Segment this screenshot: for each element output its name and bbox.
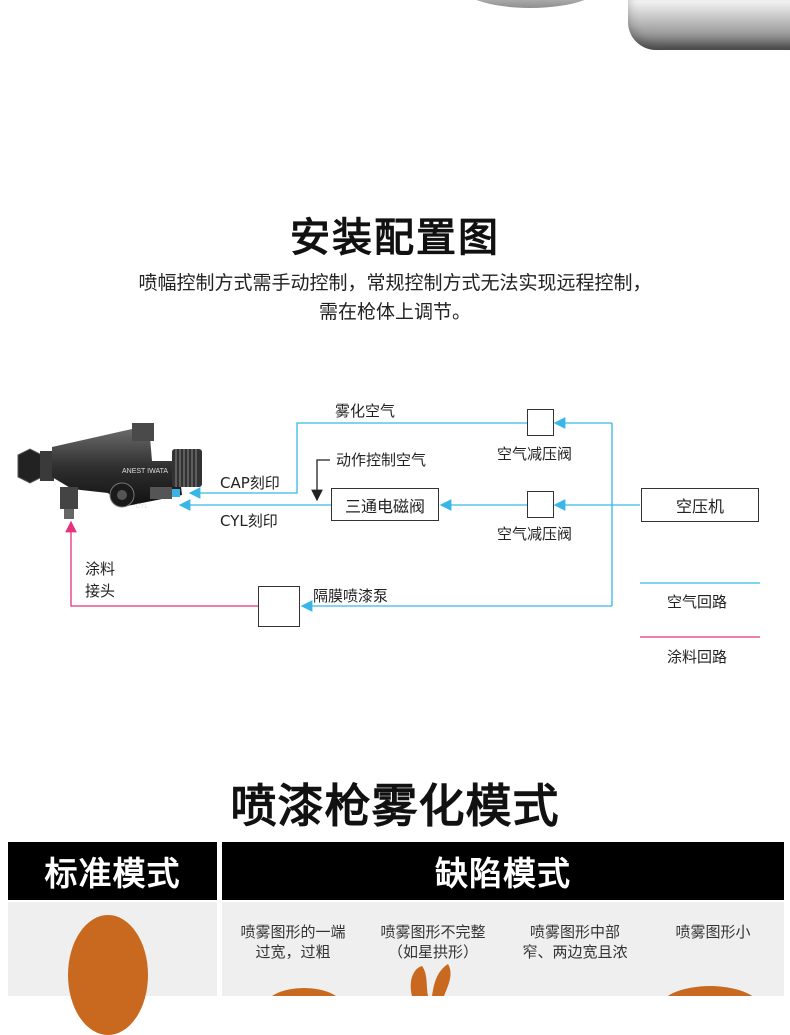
paint-line xyxy=(65,520,258,607)
standard-spray-pattern xyxy=(68,915,148,1035)
compressor-label: 空压机 xyxy=(675,497,724,516)
defect-4-line-1: 喷雾图形小 xyxy=(675,923,751,941)
gun-brand-text: ANEST IWATA xyxy=(122,468,168,475)
reducer-valve-bottom xyxy=(527,491,554,518)
defect-2-line-2: （如星拱形） xyxy=(387,943,478,961)
legend-paint-label: 涂料回路 xyxy=(667,648,728,666)
defect-mode-panel xyxy=(222,902,784,996)
defect-1-line-2: 过宽，过粗 xyxy=(255,943,331,961)
label-cap-mark: CAP刻印 xyxy=(220,474,280,492)
action-air-pointer xyxy=(311,459,330,502)
description-line-1: 喷幅控制方式需手动控制，常规控制方式无法实现远程控制， xyxy=(138,272,652,294)
defect-1-line-1: 喷雾图形的一端 xyxy=(240,923,346,941)
defect-shape-4 xyxy=(667,986,753,996)
compressor-box: 空压机 xyxy=(641,488,759,522)
description-line-2: 需在枪体上调节。 xyxy=(318,301,471,323)
defect-spray-shapes xyxy=(272,964,753,996)
label-reducer-top: 空气减压阀 xyxy=(497,445,573,463)
installation-diagram-lines xyxy=(65,417,760,638)
gun-cyl-text: CYL xyxy=(136,504,148,510)
label-action-air: 动作控制空气 xyxy=(336,451,427,469)
label-paint-joint-1: 涂料 xyxy=(85,560,116,578)
standard-mode-header: 标准模式 xyxy=(8,842,217,900)
defect-shape-2a xyxy=(410,966,428,996)
product-image-fragment-left xyxy=(458,0,603,8)
defect-item-3: 喷雾图形中部 窄、两边宽且浓 xyxy=(510,922,640,962)
solenoid-valve-label: 三通电磁阀 xyxy=(344,496,425,516)
label-pump: 隔膜喷漆泵 xyxy=(313,587,389,605)
solenoid-valve-box: 三通电磁阀 xyxy=(331,488,439,521)
defect-3-line-2: 窄、两边宽且浓 xyxy=(522,943,628,961)
legend-air-label: 空气回路 xyxy=(667,593,728,611)
defect-shape-2b xyxy=(432,964,451,996)
defect-2-line-1: 喷雾图形不完整 xyxy=(380,923,486,941)
defect-mode-header: 缺陷模式 xyxy=(222,842,784,900)
label-reducer-bottom: 空气减压阀 xyxy=(497,525,573,543)
section-title-installation: 安装配置图 xyxy=(290,215,500,261)
label-atomizing-air: 雾化空气 xyxy=(335,402,396,420)
spray-gun-illustration: ANEST IWATA CYL xyxy=(17,423,202,519)
label-cyl-mark: CYL刻印 xyxy=(220,512,278,530)
reducer-valve-top xyxy=(527,409,554,436)
air-line-atomizing xyxy=(188,422,527,499)
diaphragm-pump-box xyxy=(258,586,300,627)
defect-item-2: 喷雾图形不完整 （如星拱形） xyxy=(368,922,498,962)
defect-shape-1 xyxy=(272,988,336,996)
defect-item-1: 喷雾图形的一端 过宽，过粗 xyxy=(228,922,358,962)
defect-item-4: 喷雾图形小 xyxy=(648,922,778,942)
product-image-fragment-right xyxy=(628,0,790,50)
section-title-spray-modes: 喷漆枪雾化模式 xyxy=(230,779,560,833)
label-paint-joint-2: 接头 xyxy=(85,582,116,600)
defect-3-line-1: 喷雾图形中部 xyxy=(529,923,620,941)
